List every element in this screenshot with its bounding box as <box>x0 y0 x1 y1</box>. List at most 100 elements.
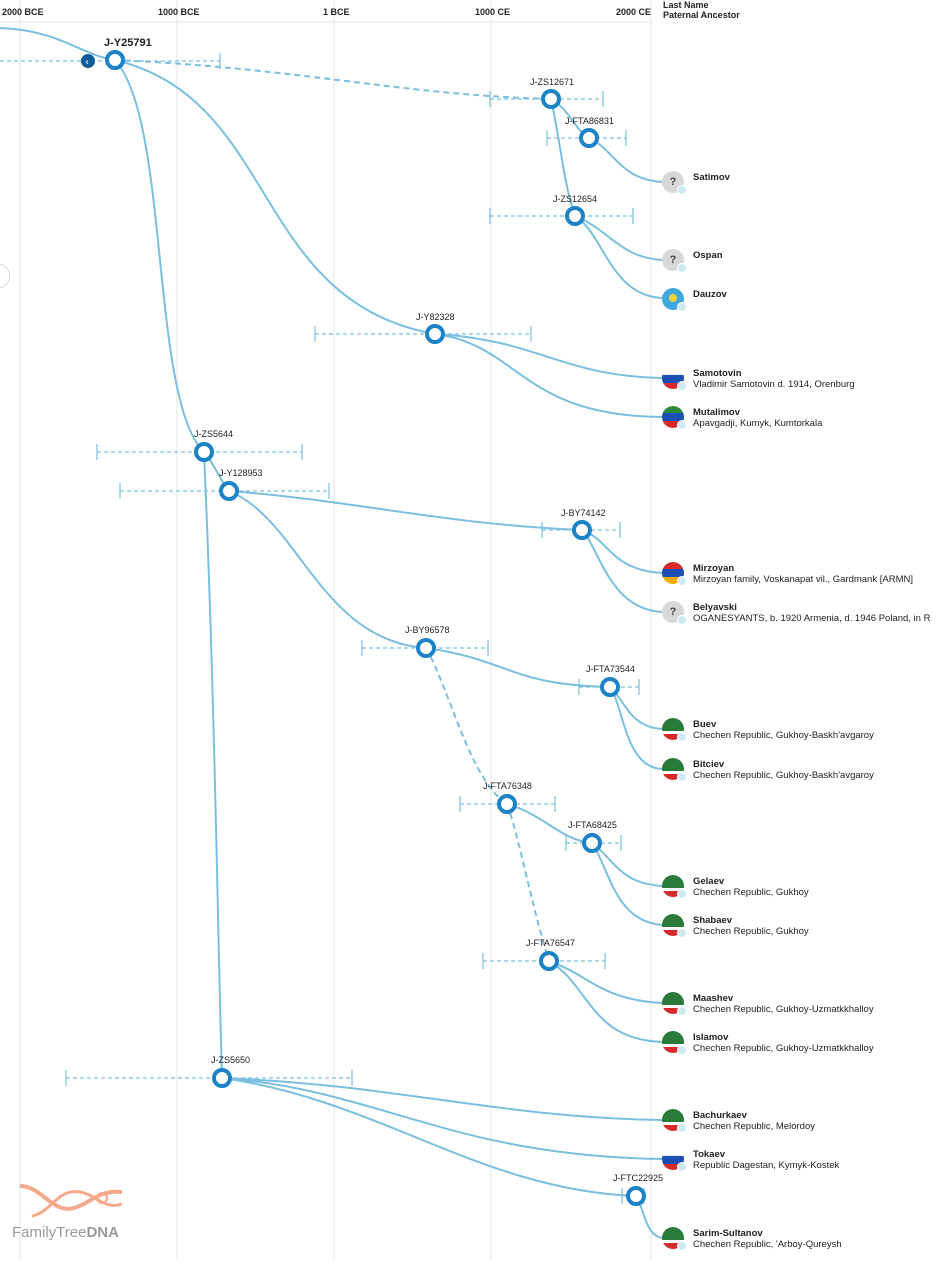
node-label-fta73544: J-FTA73544 <box>586 664 635 674</box>
node-marker-fta76547[interactable] <box>539 951 559 971</box>
node-marker-by96578[interactable] <box>416 638 436 658</box>
ancestor-name: Islamov <box>693 1032 729 1043</box>
node-marker-zs5650[interactable] <box>212 1068 232 1088</box>
node-label-by96578: J-BY96578 <box>405 625 450 635</box>
badge-icon <box>677 928 687 938</box>
ancestor-row[interactable]: ?Satimov <box>662 170 937 196</box>
badge-icon <box>677 1006 687 1016</box>
ancestor-name: Gelaev <box>693 876 725 887</box>
node-marker-zs12654[interactable] <box>565 206 585 226</box>
badge-icon <box>677 1241 687 1251</box>
logo-text-bold: DNA <box>86 1224 119 1241</box>
node-marker-fta76348[interactable] <box>497 794 517 814</box>
logo-text-light: FamilyTree <box>12 1224 87 1241</box>
badge-icon <box>677 1162 687 1172</box>
node-label-zs5644: J-ZS5644 <box>194 429 233 439</box>
timeline-grid <box>0 0 652 1260</box>
node-label-zs12654: J-ZS12654 <box>553 194 597 204</box>
ancestor-name: Tokaev <box>693 1149 726 1160</box>
logo-text: FamilyTreeDNA <box>12 1224 119 1241</box>
node-label-ftc22925: J-FTC22925 <box>613 1173 663 1183</box>
node-marker-fta68425[interactable] <box>582 833 602 853</box>
branch-lines <box>0 27 664 1239</box>
node-marker-ftc22925[interactable] <box>626 1186 646 1206</box>
ancestor-description: Mirzoyan family, Voskanapat vil., Gardma… <box>693 574 913 585</box>
ancestor-name: Mutalimov <box>693 407 740 418</box>
badge-icon <box>677 732 687 742</box>
node-label-by74142: J-BY74142 <box>561 508 606 518</box>
ancestor-name: Shabaev <box>693 915 733 926</box>
ancestor-description: Chechen Republic, 'Arboy-Qureysh <box>693 1239 842 1250</box>
flag-icon <box>662 1031 684 1053</box>
ancestor-description: Republic Dagestan, Kymyk-Kostek <box>693 1160 840 1171</box>
flag-icon <box>662 992 684 1014</box>
ancestor-row[interactable]: Dauzov <box>662 287 937 313</box>
ancestor-name: Buev <box>693 719 717 730</box>
badge-icon <box>677 889 687 899</box>
flag-icon <box>662 1148 684 1170</box>
badge-icon <box>677 615 687 625</box>
tick-1000bce: 1000 BCE <box>158 7 200 17</box>
confidence-intervals <box>0 53 645 1204</box>
badge-icon <box>677 576 687 586</box>
node-label-y82328: J-Y82328 <box>416 312 455 322</box>
flag-icon <box>662 1109 684 1131</box>
ancestor-name: Belyavski <box>693 602 737 613</box>
flag-icon <box>662 875 684 897</box>
flag-icon <box>662 914 684 936</box>
node-label-fta68425: J-FTA68425 <box>568 820 617 830</box>
ancestor-row[interactable]: ?Ospan <box>662 248 937 274</box>
flag-icon <box>662 1227 684 1249</box>
badge-icon <box>677 263 687 273</box>
node-markers[interactable] <box>105 50 646 1206</box>
badge-icon <box>677 302 687 312</box>
ancestor-name: Sarim-Sultanov <box>693 1228 763 1239</box>
node-marker-root[interactable] <box>105 50 125 70</box>
familytreedna-logo: FamilyTreeDNA <box>12 1178 137 1248</box>
badge-icon <box>677 185 687 195</box>
ancestor-name: Maashev <box>693 993 734 1004</box>
ancestor-name: Bachurkaev <box>693 1110 747 1121</box>
chevron-left-icon: ‹ <box>85 57 89 68</box>
node-marker-y82328[interactable] <box>425 324 445 344</box>
ancestor-name: Bitciev <box>693 759 725 770</box>
badge-icon <box>677 1045 687 1055</box>
badge-icon <box>677 381 687 391</box>
badge-icon <box>677 1123 687 1133</box>
collapse-button[interactable]: ‹ <box>81 54 95 68</box>
node-marker-fta73544[interactable] <box>600 677 620 697</box>
node-label-fta86831: J-FTA86831 <box>565 116 614 126</box>
dna-helix-icon <box>19 1184 123 1218</box>
flag-icon <box>662 406 684 428</box>
node-marker-zs12671[interactable] <box>541 89 561 109</box>
ancestor-description: Chechen Republic, Gukhoy-Baskh'avgaroy <box>693 770 874 781</box>
timeline-ticks: 2000 BCE 1000 BCE 1 BCE 1000 CE 2000 CE <box>2 7 651 17</box>
node-marker-y128953[interactable] <box>219 481 239 501</box>
ancestor-name: Satimov <box>693 172 730 183</box>
column-header-paternal-ancestor: Paternal Ancestor <box>663 10 740 20</box>
node-label-y128953: J-Y128953 <box>219 468 263 478</box>
ancestor-name: Mirzoyan <box>693 563 735 574</box>
tick-2000ce: 2000 CE <box>616 7 651 17</box>
tick-1000ce: 1000 CE <box>475 7 510 17</box>
node-label-root: J-Y25791 <box>104 37 152 49</box>
node-label-zs5650: J-ZS5650 <box>211 1055 250 1065</box>
node-marker-zs5644[interactable] <box>194 442 214 462</box>
node-marker-fta86831[interactable] <box>579 128 599 148</box>
node-marker-by74142[interactable] <box>572 520 592 540</box>
column-header: Last Name Paternal Ancestor <box>663 0 740 20</box>
